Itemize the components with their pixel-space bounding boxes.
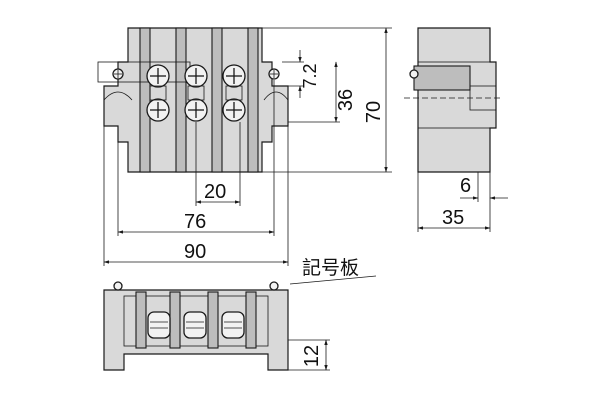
mount-hole-right-icon — [268, 68, 280, 80]
dim-rear-step: 6 — [460, 175, 471, 197]
screw-icon — [146, 64, 170, 88]
slot-notch-left — [103, 91, 133, 101]
bottom-dimensions — [288, 275, 377, 371]
bottom-hole-icon — [113, 281, 123, 291]
screw-icon — [222, 64, 246, 88]
side-top-cap — [417, 27, 491, 63]
marker-plate-leader — [289, 275, 377, 285]
bottom-wall — [245, 291, 257, 349]
barrier-wall-4 — [247, 27, 259, 173]
screw-icon — [146, 98, 170, 122]
screw-icon — [184, 64, 208, 88]
front-view — [97, 27, 289, 173]
side-view — [404, 27, 500, 173]
dim-height-total: 70 — [363, 101, 385, 123]
side-rail-slot — [469, 85, 497, 111]
dim-plate-height: 12 — [301, 345, 323, 367]
screw-icon — [184, 98, 208, 122]
barrier-wall-3 — [211, 27, 223, 173]
side-bottom-cap — [417, 127, 491, 173]
bottom-wall — [135, 291, 147, 349]
front-dimensions — [103, 27, 392, 266]
bottom-wall — [169, 291, 181, 349]
dim-top-offset: 7.2 — [300, 63, 320, 88]
bottom-view — [103, 281, 289, 371]
side-screw-icon — [409, 69, 419, 79]
side-marker-plate — [413, 65, 471, 91]
dim-screw-row-spacing: 36 — [335, 89, 357, 111]
dim-mount-pitch: 76 — [184, 211, 206, 233]
slot-notch-right — [263, 91, 289, 101]
dim-depth-total: 35 — [442, 207, 464, 229]
bottom-wall — [207, 291, 219, 349]
dim-terminal-pitch: 20 — [204, 181, 226, 203]
marker-plate-label: 記号板 — [302, 257, 359, 279]
barrier-wall-1 — [139, 27, 151, 173]
bottom-terminal — [147, 311, 171, 339]
contact-bar — [187, 85, 205, 101]
barrier-wall-2 — [175, 27, 187, 173]
contact-bar — [149, 85, 167, 101]
side-body — [417, 27, 497, 173]
side-dimensions — [417, 172, 508, 232]
dim-width-total: 90 — [184, 241, 206, 263]
bottom-inner — [123, 295, 269, 347]
contact-bar — [225, 85, 243, 101]
bottom-terminal — [183, 311, 207, 339]
mount-hole-left-icon — [112, 68, 124, 80]
bottom-hole-icon — [269, 281, 279, 291]
screw-icon — [222, 98, 246, 122]
bottom-terminal — [221, 311, 245, 339]
